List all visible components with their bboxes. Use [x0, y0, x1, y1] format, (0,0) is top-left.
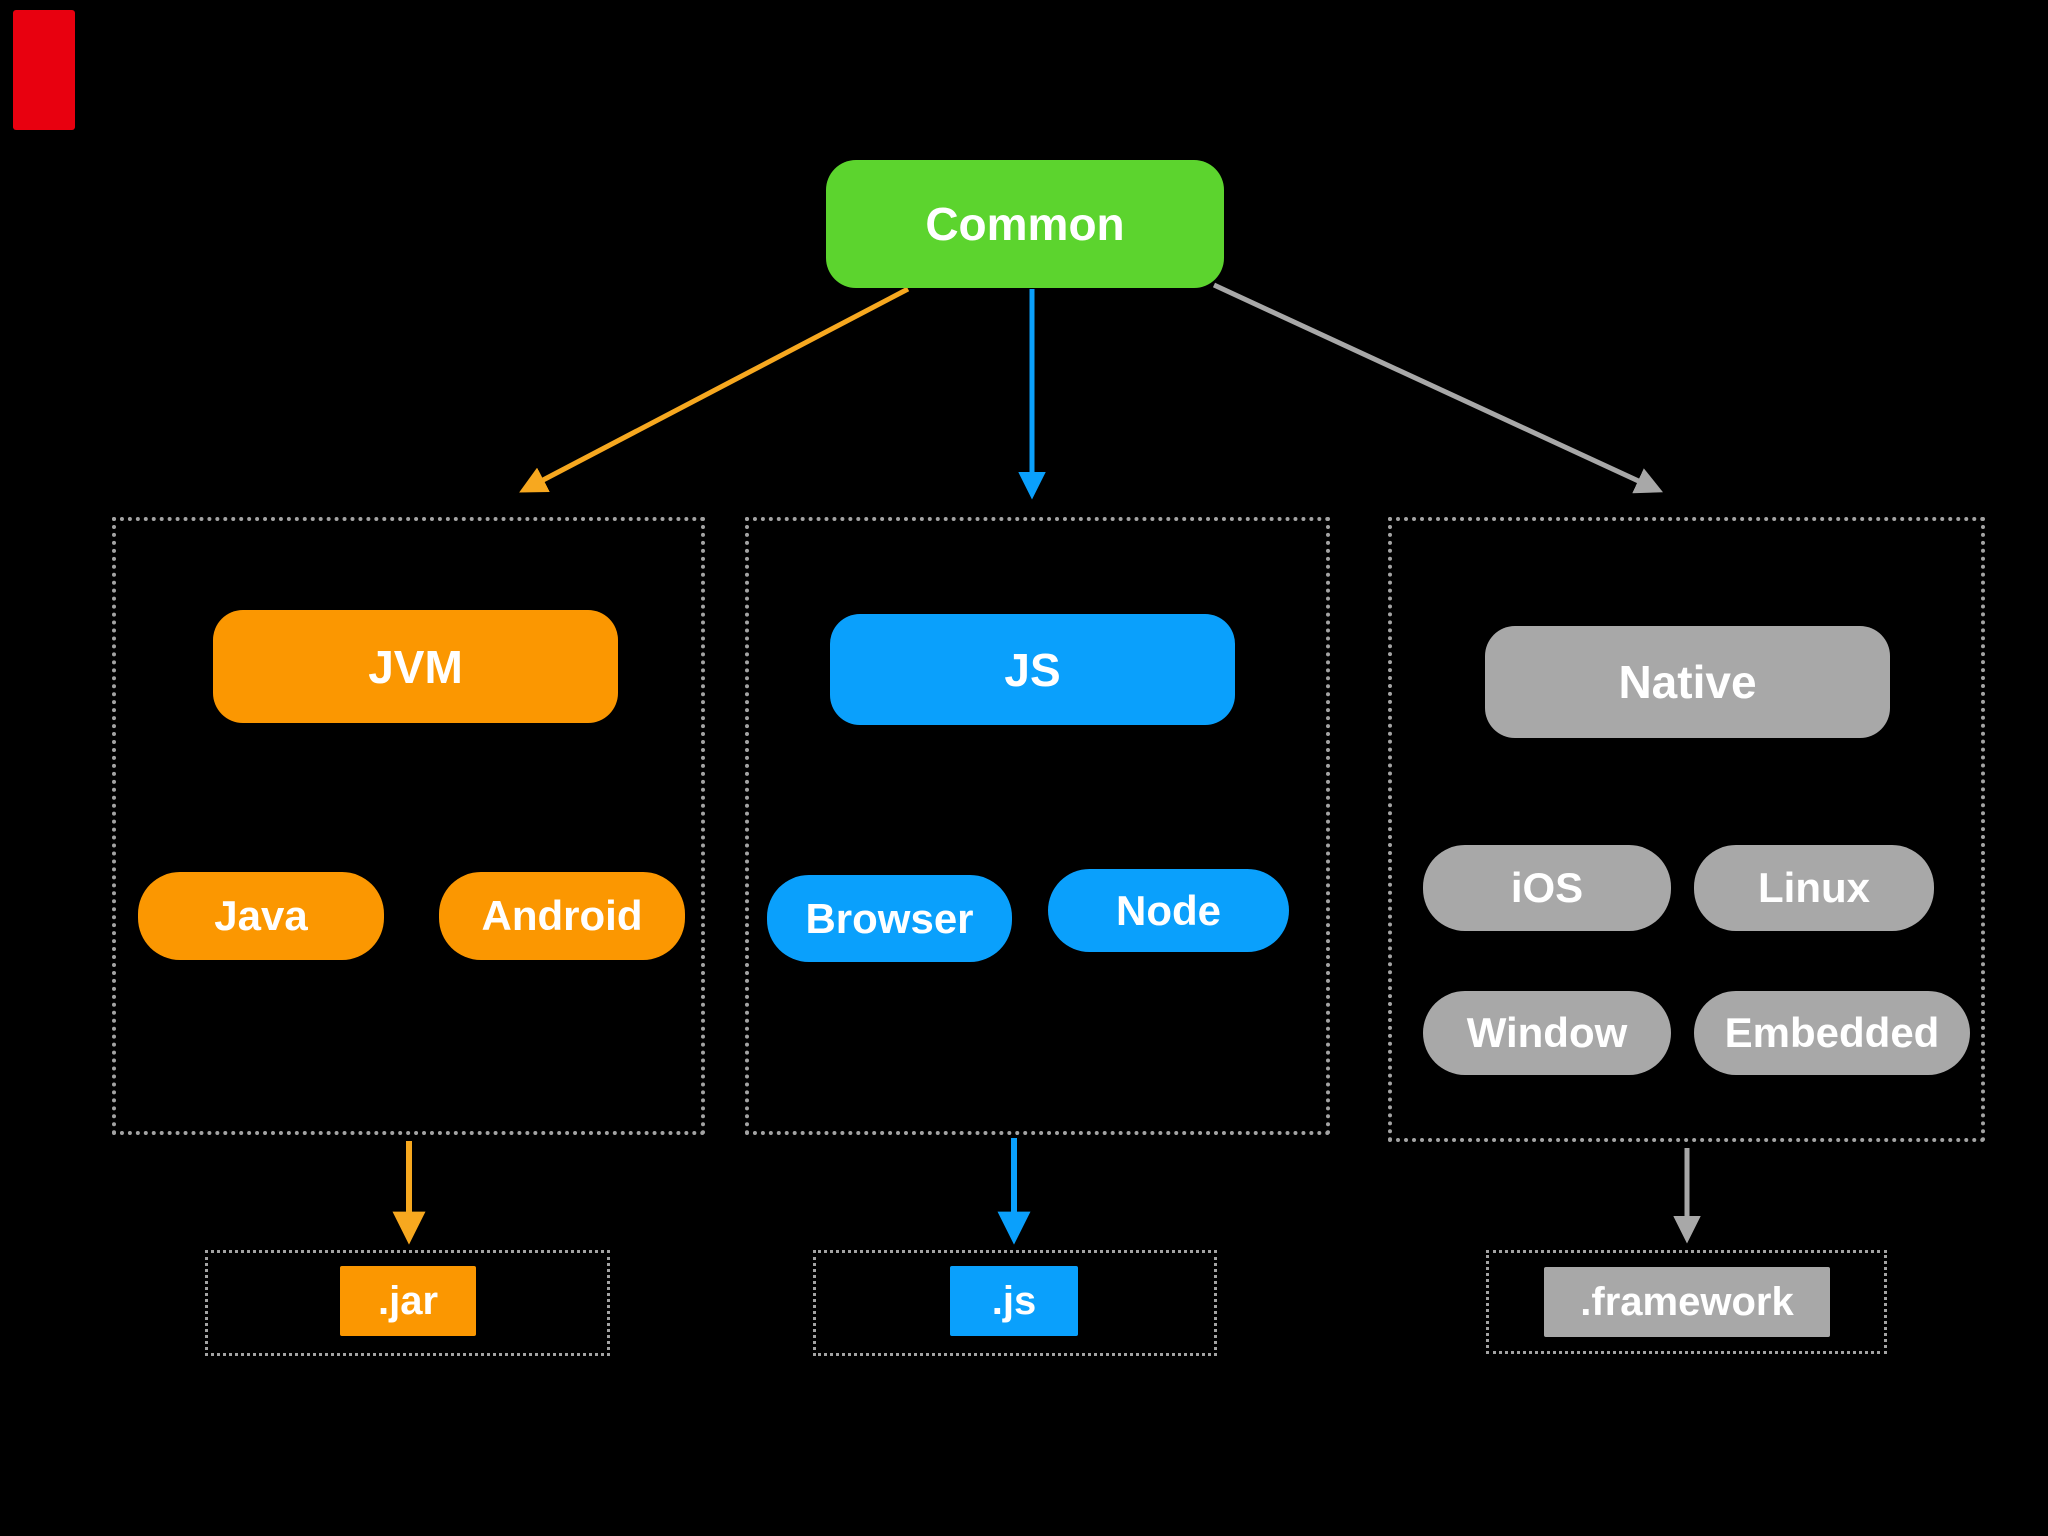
node-ios: iOS: [1423, 845, 1671, 931]
node-java: Java: [138, 872, 384, 960]
node-linux-label: Linux: [1758, 864, 1870, 911]
node-native: Native: [1485, 626, 1890, 738]
node-js-label: JS: [1004, 643, 1061, 696]
arrow-common-to-jvm: [519, 286, 910, 493]
node-android: Android: [439, 872, 685, 960]
node-window: Window: [1423, 991, 1671, 1075]
artifact-framework: .framework: [1544, 1267, 1830, 1337]
artifact-js: .js: [950, 1266, 1078, 1336]
artifact-js-label: .js: [991, 1278, 1037, 1323]
node-browser-label: Browser: [805, 894, 974, 942]
node-window-label: Window: [1466, 1009, 1628, 1056]
node-js: JS: [830, 614, 1235, 725]
group-js: [745, 517, 1330, 1135]
group-jvm: [112, 517, 705, 1135]
artifact-frame-framework: [1486, 1250, 1887, 1354]
arrow-common-to-native: [1212, 282, 1663, 494]
artifact-jar: .jar: [340, 1266, 476, 1336]
artifact-framework-label: .framework: [1580, 1279, 1794, 1324]
artifact-frame-js: [813, 1250, 1217, 1356]
node-common-label: Common: [925, 198, 1125, 250]
node-common: Common: [826, 160, 1224, 288]
node-jvm-label: JVM: [368, 640, 463, 693]
node-native-label: Native: [1618, 656, 1757, 708]
node-java-label: Java: [214, 892, 308, 939]
artifact-jar-label: .jar: [377, 1278, 439, 1323]
node-linux: Linux: [1694, 845, 1934, 931]
node-browser: Browser: [767, 875, 1012, 962]
artifact-frame-jar: [205, 1250, 610, 1356]
node-node-label: Node: [1116, 886, 1221, 934]
node-ios-label: iOS: [1510, 864, 1584, 911]
node-embedded-label: Embedded: [1724, 1009, 1940, 1056]
node-node: Node: [1048, 869, 1289, 952]
corner-red-marker: [13, 10, 75, 130]
node-embedded: Embedded: [1694, 991, 1970, 1075]
node-android-label: Android: [481, 892, 643, 939]
group-native: [1388, 517, 1985, 1142]
node-jvm: JVM: [213, 610, 618, 723]
